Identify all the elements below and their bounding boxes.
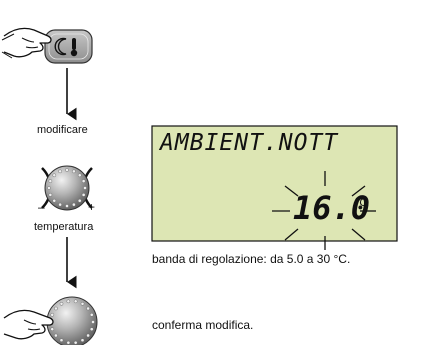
knob-grip-dot [47,186,51,190]
knob-grip-dot [59,338,64,342]
knob-grip-dot [59,302,64,306]
knob-grip-dot [89,327,94,331]
minus-sign: – [38,200,45,214]
knob-grip-dot [73,340,78,345]
knob-grip-dot [86,306,90,311]
knob-grip-dot [50,327,55,331]
knob-grip-dot [54,306,58,311]
knob-grip-dot [73,299,78,304]
moon-icon [54,37,67,56]
range-caption: banda di regolazione: da 5.0 a 30 °C. [152,252,351,266]
blink-rays [272,171,376,250]
knob-grip-dot [80,338,85,342]
knob-grip-dot [81,179,86,183]
modify-label: modificare [37,124,88,136]
knob-grip-dot [52,198,57,203]
knob-grip-dot [80,302,85,306]
knob-grip-dot [65,168,69,172]
knob-grip-dot [72,202,76,207]
knob-grip-dot [52,173,57,178]
confirm-caption: conferma modifica. [152,318,254,332]
knob-grip-dot [86,333,90,338]
knob-grip-dot [58,202,62,207]
lcd-temperature-value: 16.0 [293,189,371,227]
temperature-label: temperatura [34,221,94,233]
knob-grip-dot [81,193,86,197]
knob-grip-dot [72,169,76,174]
knob-grip-dot [66,299,71,304]
knob-grip-dot [48,193,53,197]
knob-grip-dot [89,313,94,317]
knob-grip-dot [77,198,82,203]
hand-pressing-icon [1,27,52,59]
lcd-title: AMBIENT.NOTT [160,130,339,156]
knob-grip-dot [58,169,62,174]
knob-grip-dot [50,313,55,317]
knob-grip-dot [65,204,69,208]
knob-grip-dot [77,173,82,178]
night-temperature-button[interactable] [44,29,93,64]
hand-pressing-knob-icon [3,309,54,340]
thermometer-icon [70,38,78,57]
knob-grip-dot [66,340,71,345]
lcd-unit: °C [355,197,368,209]
knob-grip-dot [54,333,58,338]
plus-sign: + [88,200,96,214]
knob-grip-dot [83,186,87,190]
confirm-knob[interactable] [46,296,98,345]
knob-grip-dot [48,179,53,183]
lcd-display [151,125,398,250]
rotary-knob[interactable] [41,165,93,211]
knob-grip-dot [91,320,95,324]
